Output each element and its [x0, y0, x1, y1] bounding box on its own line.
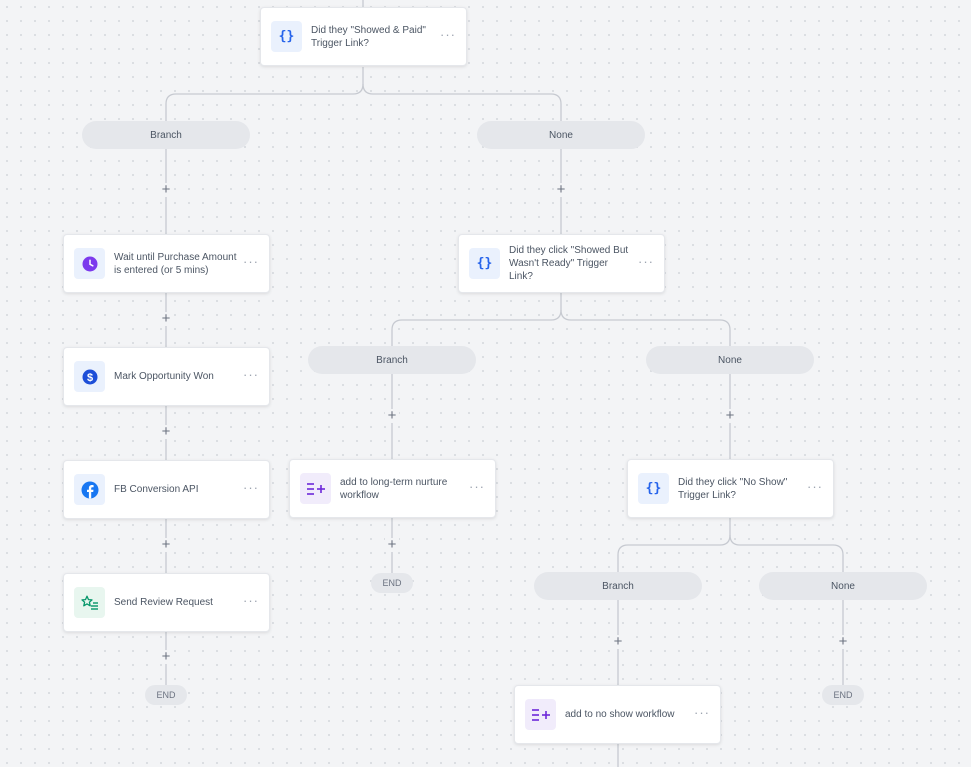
branch-pill-none-3[interactable]: None	[759, 572, 927, 600]
node-label: Did they click "No Show" Trigger Link?	[678, 476, 788, 501]
condition-node-no-show[interactable]: {} Did they click "No Show" Trigger Link…	[627, 459, 834, 518]
add-step-button[interactable]: +	[159, 649, 173, 664]
node-label: Send Review Request	[114, 597, 213, 608]
condition-node-showed-paid[interactable]: {} Did they "Showed & Paid" Trigger Link…	[260, 7, 467, 66]
node-label: Did they "Showed & Paid" Trigger Link?	[311, 24, 426, 49]
end-marker: END	[145, 685, 187, 705]
condition-node-showed-not-ready[interactable]: {} Did they click "Showed But Wasn't Rea…	[458, 234, 665, 293]
add-step-button[interactable]: +	[554, 182, 568, 197]
action-node-mark-won[interactable]: $ Mark Opportunity Won ···	[63, 347, 270, 406]
add-step-button[interactable]: +	[159, 311, 173, 326]
dollar-icon: $	[74, 361, 105, 392]
curly-braces-icon: {}	[469, 248, 500, 279]
action-node-wait-purchase[interactable]: Wait until Purchase Amount is entered (o…	[63, 234, 270, 293]
add-step-button[interactable]: +	[385, 537, 399, 552]
action-node-fb-conversion[interactable]: FB Conversion API ···	[63, 460, 270, 519]
branch-pill-branch-2[interactable]: Branch	[308, 346, 476, 374]
star-list-icon	[74, 587, 105, 618]
add-to-workflow-icon	[525, 699, 556, 730]
curly-braces-icon: {}	[271, 21, 302, 52]
action-node-no-show-workflow[interactable]: add to no show workflow ···	[514, 685, 721, 744]
node-label: Did they click "Showed But Wasn't Ready"…	[509, 245, 629, 282]
more-options-icon[interactable]: ···	[694, 704, 710, 720]
node-label: FB Conversion API	[114, 484, 199, 495]
end-marker: END	[822, 685, 864, 705]
node-label: Mark Opportunity Won	[114, 371, 214, 382]
svg-text:$: $	[86, 372, 92, 384]
add-to-workflow-icon	[300, 473, 331, 504]
node-label: add to no show workflow	[565, 709, 675, 720]
clock-icon	[74, 248, 105, 279]
branch-pill-none-2[interactable]: None	[646, 346, 814, 374]
branch-pill-branch-1[interactable]: Branch	[82, 121, 250, 149]
more-options-icon[interactable]: ···	[243, 253, 259, 269]
facebook-icon	[74, 474, 105, 505]
more-options-icon[interactable]: ···	[807, 478, 823, 494]
more-options-icon[interactable]: ···	[469, 478, 485, 494]
end-marker: END	[371, 573, 413, 593]
curly-braces-icon: {}	[638, 473, 669, 504]
add-step-button[interactable]: +	[385, 408, 399, 423]
more-options-icon[interactable]: ···	[243, 592, 259, 608]
action-node-long-term-nurture[interactable]: add to long-term nurture workflow ···	[289, 459, 496, 518]
add-step-button[interactable]: +	[611, 634, 625, 649]
add-step-button[interactable]: +	[159, 424, 173, 439]
add-step-button[interactable]: +	[159, 537, 173, 552]
action-node-review-request[interactable]: Send Review Request ···	[63, 573, 270, 632]
more-options-icon[interactable]: ···	[243, 366, 259, 382]
add-step-button[interactable]: +	[836, 634, 850, 649]
node-label: Wait until Purchase Amount is entered (o…	[114, 251, 237, 276]
more-options-icon[interactable]: ···	[638, 253, 654, 269]
node-label: add to long-term nurture workflow	[340, 476, 448, 501]
add-step-button[interactable]: +	[159, 182, 173, 197]
more-options-icon[interactable]: ···	[440, 26, 456, 42]
more-options-icon[interactable]: ···	[243, 479, 259, 495]
add-step-button[interactable]: +	[723, 408, 737, 423]
branch-pill-branch-3[interactable]: Branch	[534, 572, 702, 600]
branch-pill-none-1[interactable]: None	[477, 121, 645, 149]
